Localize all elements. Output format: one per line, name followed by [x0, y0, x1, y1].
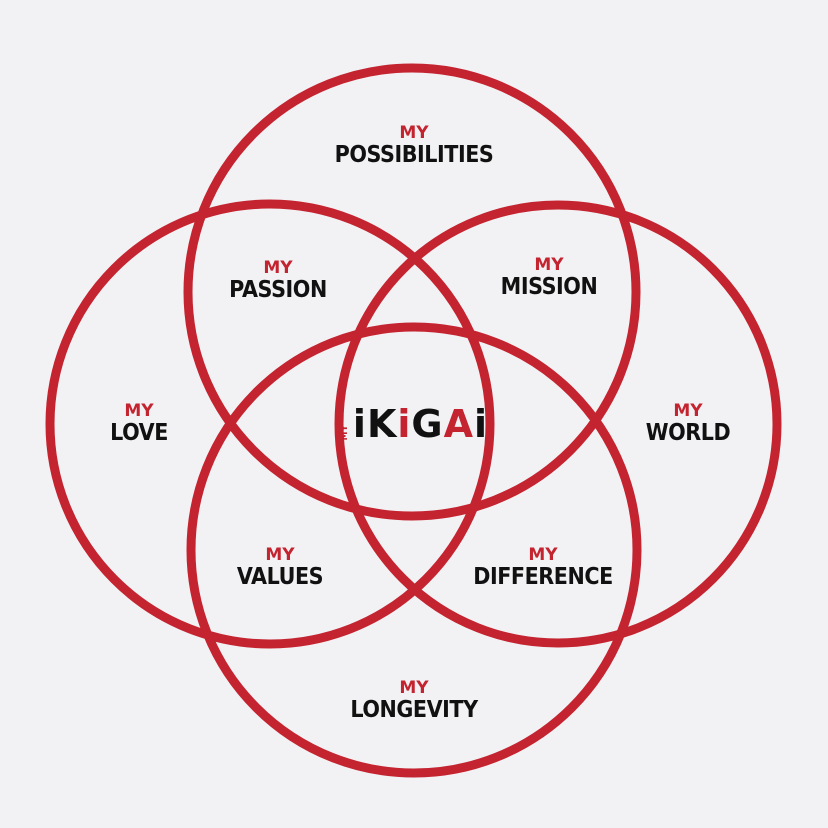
logo-prefix: MY [339, 424, 350, 440]
label-love: MY LOVE [107, 403, 171, 445]
logo-letter-3: i [397, 402, 412, 446]
possibilities-prefix: MY [399, 123, 429, 143]
ikigai-logo: MY iKiGAi [340, 402, 488, 446]
ring-top [183, 63, 641, 521]
label-longevity: MY LONGEVITY [343, 680, 484, 722]
mission-title: MISSION [500, 274, 598, 300]
mission-prefix: MY [534, 255, 564, 275]
values-prefix: MY [265, 545, 295, 565]
label-possibilities: MY POSSIBILITIES [326, 125, 502, 167]
label-mission: MY MISSION [495, 257, 602, 299]
longevity-prefix: MY [399, 678, 429, 698]
logo-letter-5: A [443, 402, 475, 446]
possibilities-title: POSSIBILITIES [334, 142, 494, 168]
label-world: MY WORLD [641, 403, 735, 445]
label-difference: MY DIFFERENCE [465, 547, 620, 589]
difference-prefix: MY [528, 545, 558, 565]
ring-left [45, 199, 495, 649]
label-passion: MY PASSION [224, 260, 333, 302]
longevity-title: LONGEVITY [350, 697, 478, 723]
love-title: LOVE [110, 420, 168, 446]
ring-bottom [186, 322, 642, 778]
love-prefix: MY [124, 401, 154, 421]
logo-letter-2: K [366, 402, 398, 446]
world-title: WORLD [645, 420, 731, 446]
passion-prefix: MY [263, 258, 293, 278]
logo-letter-6: i [474, 402, 489, 446]
logo-letter-1: i [352, 402, 367, 446]
logo-letter-4: G [411, 402, 444, 446]
difference-title: DIFFERENCE [473, 564, 613, 590]
logo-word: iKiGAi [353, 402, 488, 446]
values-title: VALUES [236, 564, 324, 590]
label-values: MY VALUES [232, 547, 328, 589]
ring-right [334, 200, 782, 648]
passion-title: PASSION [229, 277, 327, 303]
world-prefix: MY [673, 401, 703, 421]
